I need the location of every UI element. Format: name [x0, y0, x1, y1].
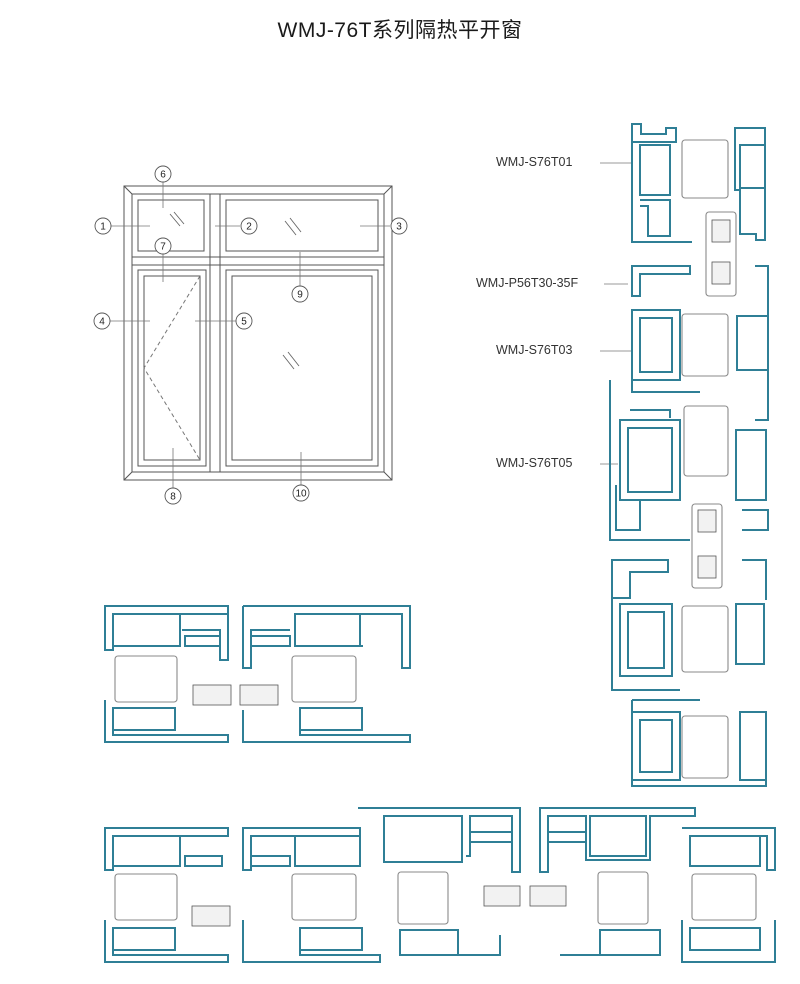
callout-10: 10 [295, 489, 307, 500]
profile-label-p56t30: WMJ-P56T30-35F [476, 276, 579, 290]
mullion [209, 193, 221, 473]
profile-bottom-frame [631, 699, 767, 787]
callout-2: 2 [246, 222, 252, 233]
profile-s76t03 [631, 265, 769, 421]
callout-8: 8 [170, 492, 176, 503]
callout-5: 5 [241, 317, 247, 328]
opening-indicator [143, 275, 201, 461]
callout-1: 1 [100, 222, 106, 233]
callout-7: 7 [160, 242, 166, 253]
left-sash [137, 269, 207, 467]
profile-label-s76t01: WMJ-S76T01 [496, 155, 573, 169]
profile-label-s76t03: WMJ-S76T03 [496, 343, 573, 357]
callout-9: 9 [297, 290, 303, 301]
profile-s76t01 [631, 123, 766, 243]
page-title: WMJ-76T系列隔热平开窗 [277, 19, 523, 42]
callout-6: 6 [160, 170, 166, 181]
inner-frame [131, 193, 385, 473]
callout-4: 4 [99, 317, 105, 328]
callout-3: 3 [396, 222, 402, 233]
transom [131, 256, 385, 266]
profile-lower-sash [611, 559, 767, 691]
profile-label-s76t05: WMJ-S76T05 [496, 456, 573, 470]
profile-s76t05 [609, 380, 769, 541]
outer-frame [123, 185, 393, 481]
